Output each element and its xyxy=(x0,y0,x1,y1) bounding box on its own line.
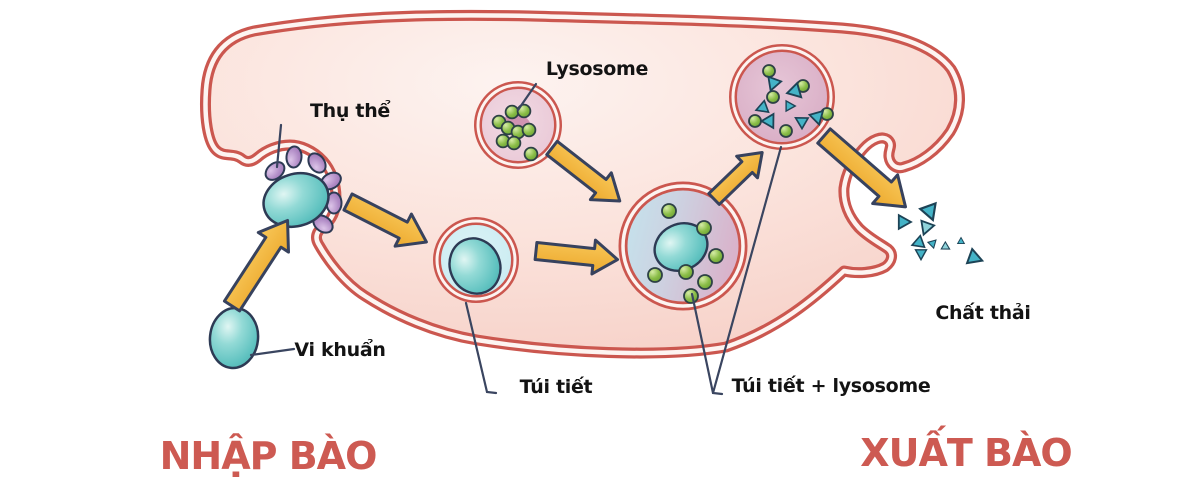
fused-vesicle xyxy=(618,181,748,311)
exocytosis-title: XUẤT BÀO xyxy=(860,431,1072,475)
enzyme-dots xyxy=(491,103,539,162)
arrow-bacteria-to-pocket xyxy=(222,218,290,313)
process-arrows xyxy=(222,127,908,313)
leader-lines xyxy=(249,82,783,396)
waste-label: Chất thải xyxy=(935,302,1031,324)
secretory-vesicle xyxy=(433,217,519,303)
leader-vesicle-plus-lysosome xyxy=(690,145,783,396)
arrow-pocket-to-vesicle xyxy=(342,192,428,248)
lysosome-organelle xyxy=(474,81,562,169)
vesicle-plus-lysosome-label: Túi tiết + lysosome xyxy=(731,375,931,397)
receptors xyxy=(264,145,343,234)
endocytosis-title: NHẬP BÀO xyxy=(159,434,378,478)
enzyme-dots xyxy=(647,203,724,304)
secretory-vesicle-label: Túi tiết xyxy=(519,376,593,398)
arrow-exocytosis-out xyxy=(816,127,908,209)
waste-particles xyxy=(897,202,986,269)
bacterium-free xyxy=(208,306,260,370)
arrow-lysosome-to-fused xyxy=(545,139,622,203)
leader-lysosome xyxy=(516,82,538,112)
leader-receptor xyxy=(275,123,283,169)
digesting-vesicle xyxy=(729,44,835,150)
leader-secretory-vesicle xyxy=(464,301,498,395)
bacterium-engulfed xyxy=(262,172,330,228)
arrow-fused-to-digesting xyxy=(707,150,764,206)
engulfed-bacterium xyxy=(262,145,343,234)
lysosome-label: Lysosome xyxy=(545,58,649,80)
arrow-vesicle-to-fused xyxy=(533,238,620,276)
leader-bacteria xyxy=(249,347,296,357)
bacteria-label: Vi khuẩn xyxy=(294,339,386,361)
receptor-label: Thụ thể xyxy=(309,100,391,122)
enzyme-dots xyxy=(748,64,834,138)
